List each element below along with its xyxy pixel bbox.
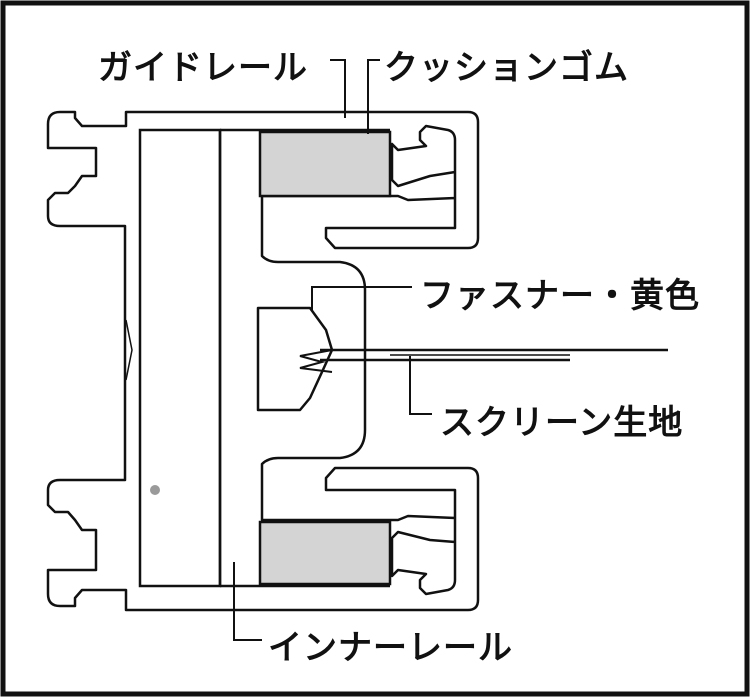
leader-cushion-rubber xyxy=(367,59,380,134)
cushion-rubber-bottom xyxy=(258,520,392,586)
label-inner-rail: インナーレール xyxy=(268,628,513,668)
leader-inner-rail xyxy=(233,562,262,641)
label-screen-fabric: スクリーン生地 xyxy=(440,403,684,443)
label-fastener: ファスナー・黄色 xyxy=(420,276,700,316)
label-guide-rail: ガイドレール xyxy=(98,48,308,88)
cushion-rubber-top xyxy=(258,130,392,198)
inner-rail-notch xyxy=(125,319,133,381)
fastener-teeth xyxy=(299,349,333,373)
fastener-block xyxy=(256,306,334,412)
inner-rail-body xyxy=(138,128,222,588)
inner-rail-speck xyxy=(150,485,160,495)
leader-screen-fabric xyxy=(409,356,432,415)
label-cushion-rubber: クッションゴム xyxy=(384,48,629,88)
inner-rail-side xyxy=(220,128,390,588)
leader-guide-rail xyxy=(330,59,346,118)
leader-fastener xyxy=(311,286,412,310)
